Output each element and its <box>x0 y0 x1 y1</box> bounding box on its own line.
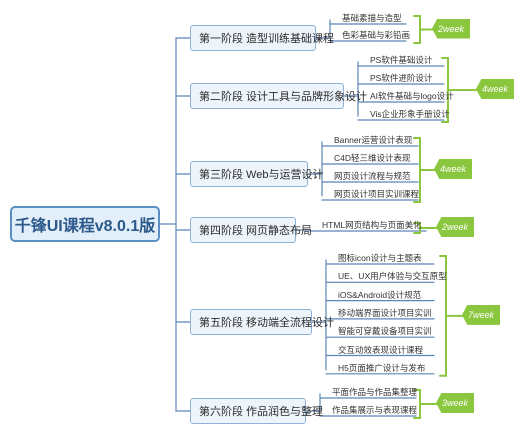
duration-tag: 2week <box>432 18 470 39</box>
topic-item: Banner运营设计表现 <box>334 135 413 145</box>
topic-item: AI软件基础与logo设计 <box>370 91 454 101</box>
duration-tag: 2week <box>436 217 474 237</box>
topic-item: H5页面推广设计与发布 <box>338 362 426 373</box>
stage-label: 第一阶段 造型训练基础课程 <box>199 33 335 45</box>
root-node: 千锋UI课程v8.0.1版 <box>10 206 160 242</box>
topic-item: 作品集展示与表现课程 <box>332 405 418 415</box>
topic-item: C4D轻三维设计表现 <box>334 153 411 163</box>
topic-item: Vis企业形象手册设计 <box>370 109 450 119</box>
topic-item: 色彩基础与彩铅画 <box>342 30 411 40</box>
topic-item: 基础素描与造型 <box>342 13 402 23</box>
duration-tag: 3week <box>436 393 474 413</box>
topic-item: HTML网页结构与页面美化 <box>322 220 422 230</box>
stage-6: 第六阶段 作品润色与整理 <box>190 398 323 424</box>
topic-item: 交互动效表现设计课程 <box>338 344 424 355</box>
stage-label: 第三阶段 Web与运营设计 <box>199 169 324 181</box>
topic-item: PS软件基础设计 <box>370 55 433 65</box>
duration-tag: 7week <box>462 304 500 325</box>
stage-2: 第二阶段 设计工具与品牌形象设计 <box>190 83 367 109</box>
stage-3: 第三阶段 Web与运营设计 <box>190 161 323 187</box>
duration-tag: 4week <box>476 79 514 99</box>
topic-item: 网页设计流程与规范 <box>334 171 411 181</box>
stage-label: 第二阶段 设计工具与品牌形象设计 <box>199 91 368 103</box>
root-title: 千锋UI课程v8.0.1版 <box>14 218 156 235</box>
stage-label: 第六阶段 作品润色与整理 <box>199 406 324 418</box>
topic-item: 平面作品与作品集整理 <box>332 387 418 397</box>
topic-item: 图标icon设计与主题表 <box>338 253 422 263</box>
topic-item: 网页设计项目实训课程 <box>334 189 420 199</box>
topic-item: 移动端界面设计项目实训 <box>338 307 432 318</box>
topic-item: 智能可穿戴设备项目实训 <box>338 326 432 337</box>
stage-label: 第四阶段 网页静态布局 <box>199 225 313 237</box>
stage-4: 第四阶段 网页静态布局 <box>190 217 312 243</box>
topic-item: PS软件进阶设计 <box>370 73 433 83</box>
stage-5: 第五阶段 移动端全流程设计 <box>190 309 334 335</box>
stage-label: 第五阶段 移动端全流程设计 <box>199 317 335 329</box>
stage-1: 第一阶段 造型训练基础课程 <box>190 25 334 51</box>
topic-item: UE、UX用户体验与交互原型 <box>338 271 447 282</box>
topic-item: iOS&Android设计规范 <box>338 289 422 300</box>
duration-tag: 4week <box>434 159 472 179</box>
